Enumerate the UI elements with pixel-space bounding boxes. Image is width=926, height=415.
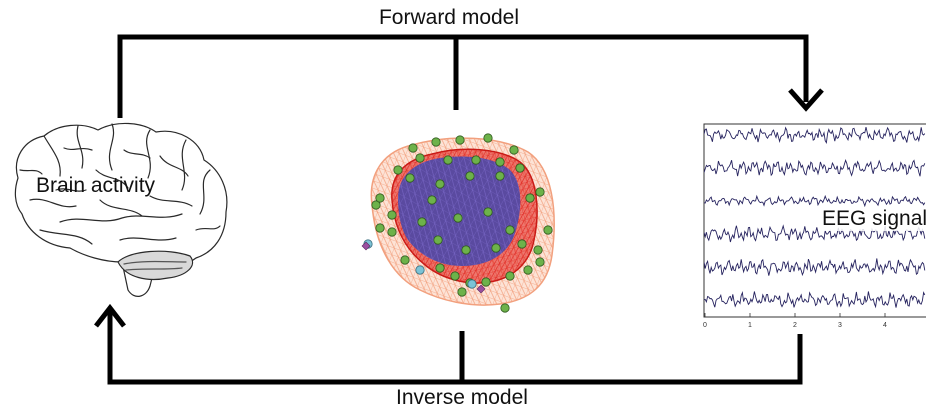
eeg-trace — [704, 159, 926, 177]
forward-model-path — [117, 34, 809, 118]
eeg-x-tick-label: 3 — [838, 322, 842, 329]
eeg-x-axis: 0 1 2 3 4 — [703, 313, 887, 329]
electrode-dot — [523, 265, 533, 275]
electrode-dot — [461, 245, 471, 255]
eeg-x-tick-label: 2 — [793, 322, 797, 329]
reference-electrode — [415, 265, 425, 275]
electrode-dot — [427, 195, 437, 205]
brain-outline — [14, 122, 228, 297]
electrode-dot — [400, 255, 410, 265]
electrode-dot — [371, 200, 381, 210]
electrode-dot — [481, 277, 491, 287]
forward-model-label: Forward model — [378, 6, 520, 29]
electrode-dot — [408, 143, 418, 153]
inverse-arrowhead — [94, 303, 126, 328]
electrode-dot — [525, 193, 535, 203]
electrode-dot — [517, 239, 527, 249]
electrode-dot — [415, 153, 425, 163]
eeg-trace — [704, 224, 926, 243]
head-model — [361, 133, 555, 313]
electrode-dot — [509, 145, 519, 155]
electrode-dot — [535, 187, 545, 197]
electrode-dot — [515, 163, 525, 173]
electrode-dot — [465, 171, 475, 181]
electrode-dot — [393, 165, 403, 175]
electrode-dot — [431, 137, 441, 147]
electrode-dot — [483, 207, 493, 217]
electrode-dot — [495, 157, 505, 167]
electrode-dot — [483, 133, 493, 143]
electrode-dot — [375, 223, 385, 233]
electrode-dot — [455, 135, 465, 145]
electrode-dot — [435, 263, 445, 273]
electrode-dot — [453, 213, 463, 223]
electrode-dot — [443, 155, 453, 165]
electrode-dot — [535, 257, 545, 267]
eeg-trace — [704, 290, 926, 309]
electrode-dot — [505, 225, 515, 235]
brain-drawing — [14, 122, 228, 297]
electrode-dot — [495, 171, 505, 181]
eeg-signal-label: EEG signal — [820, 207, 926, 231]
electrode-dot — [500, 303, 510, 313]
electrode-dot — [435, 179, 445, 189]
electrode-dot — [471, 155, 481, 165]
eeg-trace — [704, 258, 926, 277]
electrode-group — [361, 133, 553, 313]
eeg-x-tick-label: 4 — [883, 322, 887, 329]
eeg-trace — [704, 194, 926, 208]
electrode-dot — [450, 271, 460, 281]
electrode-dot — [417, 217, 427, 227]
electrode-dot — [405, 173, 415, 183]
electrode-dot — [375, 193, 385, 203]
eeg-x-tick-label: 0 — [703, 322, 707, 329]
inverse-model-path — [107, 312, 803, 385]
electrode-dot — [543, 225, 553, 235]
brain-activity-label: Brain activity — [36, 174, 156, 197]
electrode-dot — [491, 243, 501, 253]
fiducial-marker — [361, 241, 371, 251]
electrode-dot — [387, 210, 397, 220]
electrode-dot — [433, 235, 443, 245]
forward-arrowhead — [788, 88, 824, 112]
eeg-x-tick-label: 1 — [748, 322, 752, 329]
eeg-trace — [704, 126, 926, 145]
electrode-dot — [533, 245, 543, 255]
electrode-dot — [457, 287, 467, 297]
inverse-model-label: Inverse model — [396, 386, 528, 409]
cerebellum — [117, 250, 194, 281]
electrode-dot — [505, 271, 515, 281]
forward-model-arrow — [117, 34, 824, 118]
eeg-traces — [704, 126, 926, 309]
inverse-model-arrow — [94, 303, 803, 385]
fiducial-marker — [476, 284, 486, 294]
reference-electrode — [467, 279, 477, 289]
electrode-dot — [387, 227, 397, 237]
